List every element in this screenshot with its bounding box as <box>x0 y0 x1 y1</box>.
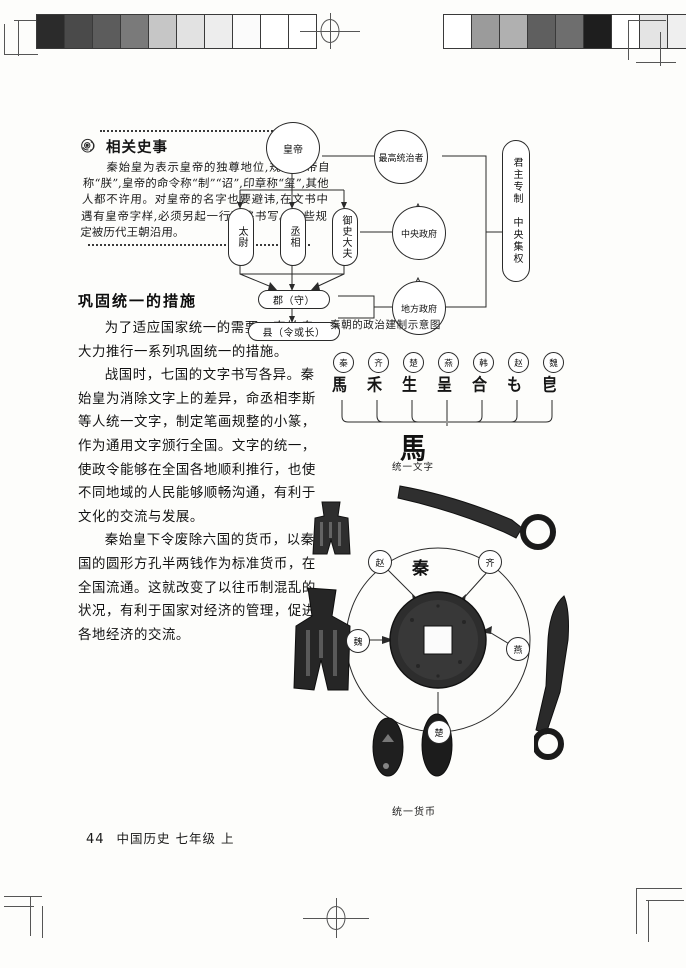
node-local-government: 地方政府 <box>392 281 446 335</box>
node-jun: 郡（守） <box>258 290 330 309</box>
spiral-dragon-icon <box>80 137 100 156</box>
book-title: 中国历史 七年级 上 <box>116 831 235 846</box>
charfig-bracket <box>341 400 553 426</box>
currency-state-wei: 魏 <box>346 629 370 653</box>
state-circle-wei: 魏 <box>543 352 564 373</box>
node-supreme-ruler: 最高统治者 <box>374 130 428 184</box>
page-number: 44 <box>86 832 105 847</box>
registration-cross-top-center <box>300 13 360 49</box>
node-xian: 县（令或长） <box>248 322 340 341</box>
currency-diagram-lines <box>345 547 531 733</box>
node-summary: 君主专制 中央集权 <box>502 140 530 282</box>
related-history-note: 相关史事 秦始皇为表示皇帝的独尊地位,规定皇帝自称“朕”,皇帝的命令称“制”“诏… <box>78 130 330 247</box>
swatch <box>668 15 686 48</box>
currency-unification-figure: 秦 赵 齐 燕 楚 魏 <box>326 520 576 810</box>
currency-state-chu: 楚 <box>427 720 451 744</box>
swatch <box>472 15 500 48</box>
node-yushidafu: 御史大夫 <box>332 208 358 266</box>
political-structure-diagram: 皇帝 太尉 丞相 御史大夫 郡（守） 县（令或长） 最高统治者 中央政府 地方政… <box>214 112 544 342</box>
calibration-strip-left <box>36 14 317 49</box>
spade-coin-bu-bi-large <box>293 587 351 691</box>
state-circle-yan: 燕 <box>438 352 459 373</box>
knife-coin-dao-bi-bottom <box>534 595 569 760</box>
center-label-qin: 秦 <box>412 559 430 579</box>
registration-corner-bottom-right <box>628 884 684 942</box>
swatch <box>177 15 205 48</box>
swatch <box>556 15 584 48</box>
swatch <box>444 15 472 48</box>
state-circle-chu: 楚 <box>403 352 424 373</box>
currency-figure-caption: 统一货币 <box>392 807 436 818</box>
currency-state-qi: 齐 <box>478 550 502 574</box>
registration-cross-bottom-center <box>303 898 369 938</box>
swatch <box>93 15 121 48</box>
swatch <box>121 15 149 48</box>
variant-glyph-qi: 禾 <box>367 374 383 396</box>
note-top-rule <box>100 130 308 132</box>
swatch <box>205 15 233 48</box>
swatch <box>37 15 65 48</box>
note-bottom-rule <box>88 244 310 247</box>
state-circle-zhao: 赵 <box>508 352 529 373</box>
ant-nose-coin-left <box>372 717 404 777</box>
registration-corner-top-left <box>4 10 50 58</box>
node-emperor: 皇帝 <box>266 122 320 174</box>
swatch <box>528 15 556 48</box>
knife-coin-dao-bi-top <box>397 485 556 550</box>
character-unification-figure: 秦 齐 楚 燕 韩 赵 魏 馬 禾 生 呈 合 も 皀 <box>330 348 580 476</box>
variant-glyph-yan: 呈 <box>437 374 453 396</box>
currency-state-yan: 燕 <box>506 637 530 661</box>
spade-coin-bu-bi <box>312 501 351 555</box>
diagram-connectors <box>237 155 502 323</box>
variant-glyph-qin: 馬 <box>332 374 348 396</box>
node-chengxiang: 丞相 <box>280 208 306 266</box>
unified-glyph: 馬 <box>400 432 427 466</box>
variant-glyph-han: 合 <box>472 374 488 396</box>
node-taiwei: 太尉 <box>228 208 254 266</box>
swatch <box>149 15 177 48</box>
variant-glyph-zhao: も <box>507 374 523 396</box>
character-figure-caption: 统一文字 <box>392 462 435 473</box>
registration-corner-top-right <box>620 10 676 66</box>
swatch <box>584 15 612 48</box>
node-central-government: 中央政府 <box>392 206 446 260</box>
diagram-caption: 秦朝的政治建制示意图 <box>330 319 441 331</box>
registration-corner-bottom-left <box>4 888 52 938</box>
paragraph-2: 战国时，七国的文字书写各异。秦始皇为消除文字上的差异，命丞相李斯等人统一文字，制… <box>78 368 316 525</box>
swatch <box>261 15 289 48</box>
page-footer: 44 中国历史 七年级 上 <box>86 828 235 847</box>
note-title: 相关史事 <box>106 140 168 156</box>
state-circle-han: 韩 <box>473 352 494 373</box>
swatch <box>65 15 93 48</box>
paragraph-3: 秦始皇下令废除六国的货币，以秦国的圆形方孔半两钱作为标准货币，在全国流通。这就改… <box>78 533 316 643</box>
state-circle-qin: 秦 <box>333 352 354 373</box>
variant-glyph-chu: 生 <box>402 374 418 396</box>
variant-glyph-wei: 皀 <box>542 374 558 396</box>
currency-state-zhao: 赵 <box>368 550 392 574</box>
state-circle-qi: 齐 <box>368 352 389 373</box>
note-header: 相关史事 <box>80 136 330 157</box>
swatch <box>500 15 528 48</box>
swatch <box>233 15 261 48</box>
round-coin-ban-liang <box>389 591 487 689</box>
section-title: 巩固统一的措施 <box>78 292 198 311</box>
